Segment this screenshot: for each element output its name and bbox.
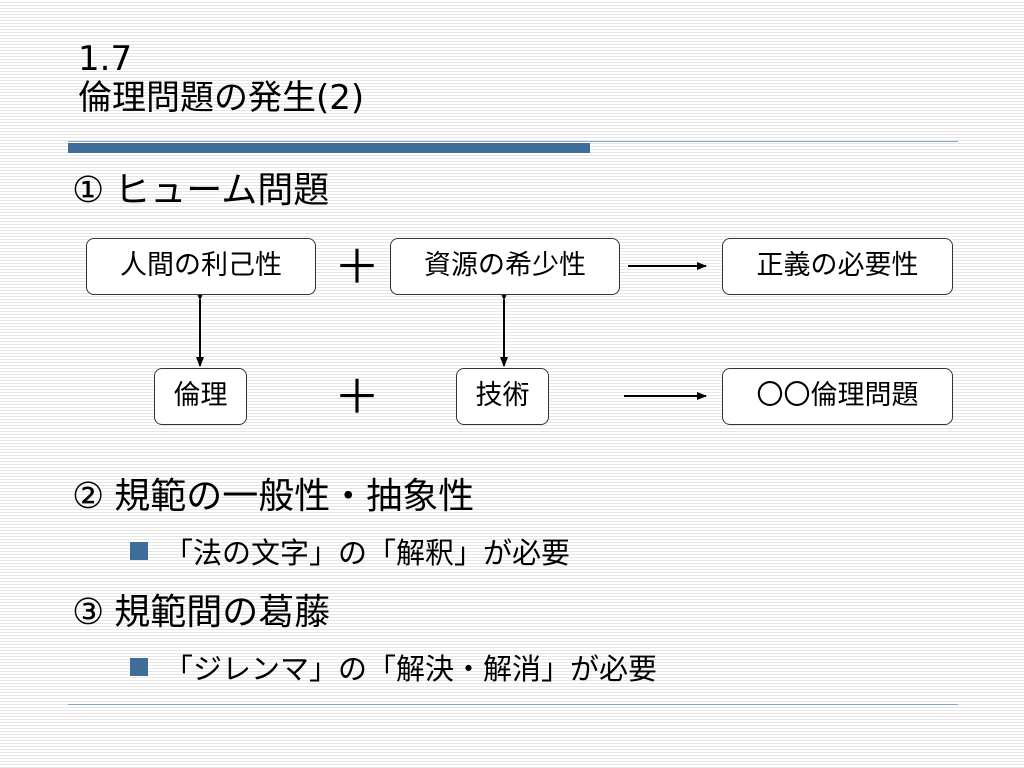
bullet-square-icon — [130, 658, 148, 676]
section-1-text: ヒューム問題 — [114, 170, 330, 211]
box-xx-ethics-problem: 〇〇倫理問題 — [722, 368, 953, 425]
section-3-number: ③ — [72, 592, 105, 633]
box-resource-scarcity: 資源の希少性 — [390, 238, 620, 295]
plus-sign-row2: ＋ — [334, 370, 380, 424]
title-rule-thin — [68, 141, 958, 142]
section-2-text: 規範の一般性・抽象性 — [114, 476, 475, 517]
section-3-text: 規範間の葛藤 — [114, 592, 331, 633]
title-rule-thick — [68, 143, 590, 153]
footer-rule — [68, 704, 958, 705]
slide-title: 1.7 倫理問題の発生(2) — [78, 40, 364, 118]
title-number: 1.7 — [78, 39, 133, 79]
bullet-square-icon — [130, 542, 148, 560]
title-text: 倫理問題の発生(2) — [78, 78, 365, 118]
box-ethics: 倫理 — [154, 368, 247, 425]
box-human-selfishness: 人間の利己性 — [86, 238, 316, 295]
box-technology: 技術 — [456, 368, 549, 425]
box-necessity-of-justice: 正義の必要性 — [722, 238, 953, 295]
section-2-bullet-text: 「法の文字」の「解釈」が必要 — [164, 536, 571, 570]
section-1-number: ① — [72, 170, 105, 211]
section-3-bullet-text: 「ジレンマ」の「解決・解消」が必要 — [164, 652, 658, 686]
section-2-bullet: 「法の文字」の「解釈」が必要 — [130, 536, 570, 570]
section-3-bullet: 「ジレンマ」の「解決・解消」が必要 — [130, 652, 657, 686]
plus-sign-row1: ＋ — [334, 240, 380, 294]
section-2-number: ② — [72, 476, 105, 517]
